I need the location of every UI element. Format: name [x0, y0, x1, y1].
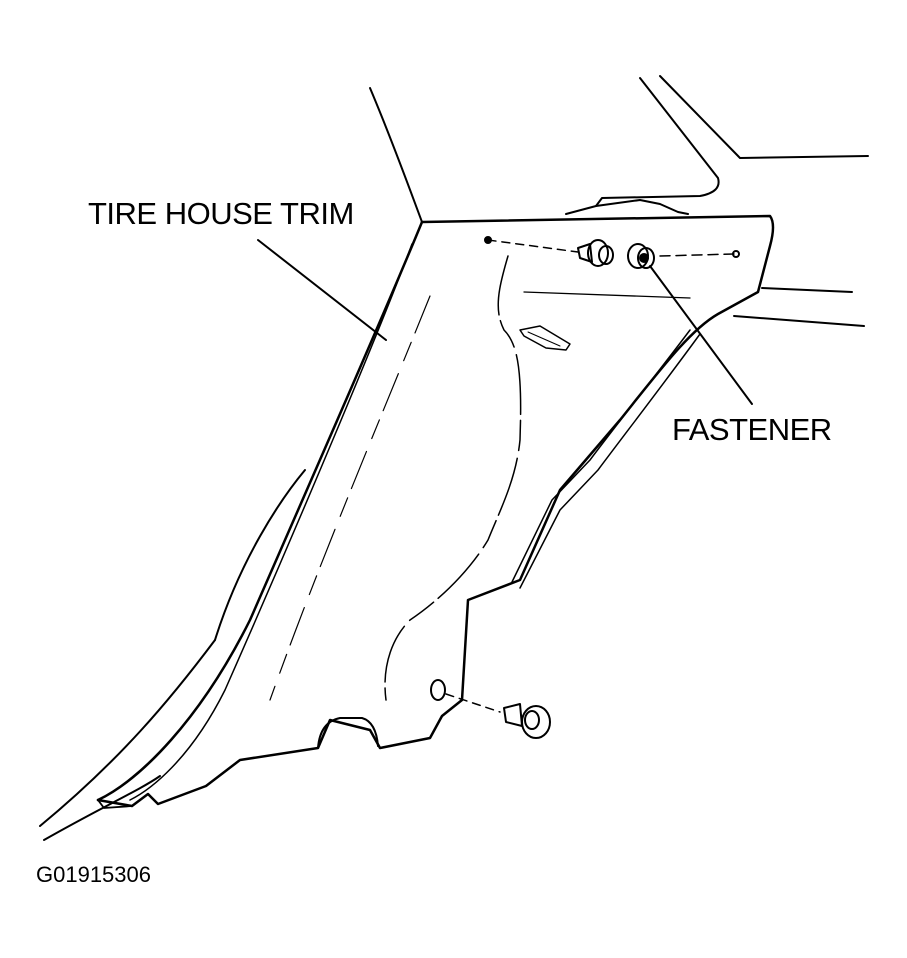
trim-leader-line: [258, 240, 386, 340]
tire-house-trim-panel: [98, 216, 773, 808]
body-outline: [40, 76, 868, 840]
upper-right-fastener: [628, 244, 739, 268]
fastener-label: FASTENER: [672, 412, 832, 447]
tire-house-trim-label: TIRE HOUSE TRIM: [88, 196, 354, 231]
lower-fastener: [431, 680, 550, 738]
upper-left-fastener: [485, 237, 613, 266]
figure-code: G01915306: [36, 862, 151, 887]
leader-lines: [258, 240, 752, 404]
fastener-leader-line: [650, 266, 752, 404]
